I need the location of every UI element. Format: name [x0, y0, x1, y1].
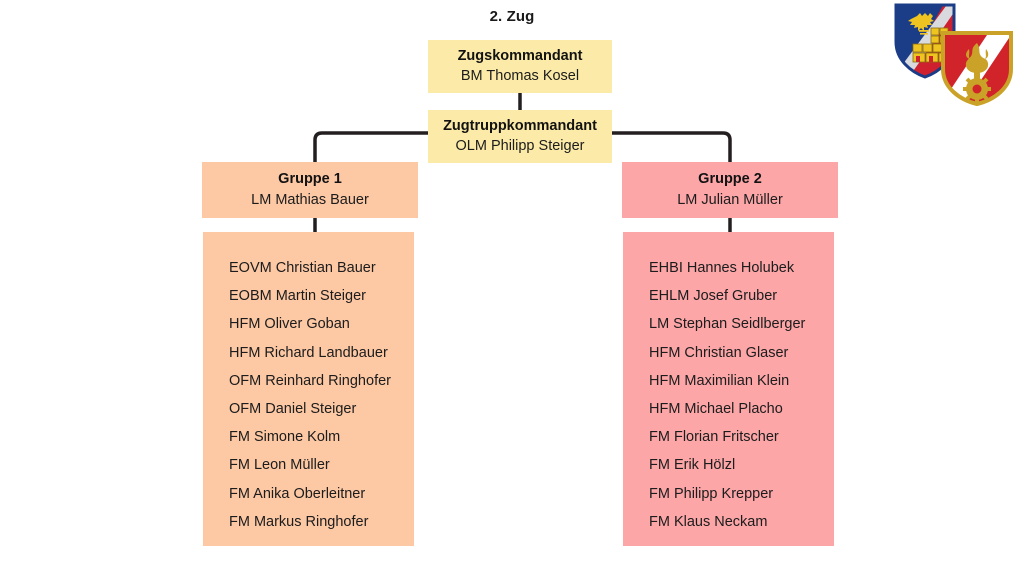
list-item: EOVM Christian Bauer — [229, 260, 376, 276]
list-item: LM Stephan Seidlberger — [649, 316, 806, 333]
list-item: FM Erik Hölzl — [649, 457, 736, 474]
list-item: FM Simone Kolm — [229, 429, 341, 446]
node-gruppe-1: Gruppe 1 LM Mathias Bauer — [202, 162, 418, 218]
list-item: OFM Daniel Steiger — [229, 401, 357, 418]
node-zugtruppkommandant: Zugtruppkommandant OLM Philipp Steiger — [428, 110, 612, 163]
node-role: Gruppe 1 — [278, 171, 342, 188]
list-item: FM Leon Müller — [229, 457, 330, 474]
list-item: HFM Michael Placho — [649, 401, 783, 418]
list-item: HFM Maximilian Klein — [649, 372, 790, 389]
list-item: FM Markus Ringhofer — [229, 513, 369, 530]
node-person: OLM Philipp Steiger — [455, 138, 585, 155]
list-item: FM Philipp Krepper — [649, 485, 774, 502]
list-item: FM Klaus Neckam — [649, 513, 768, 530]
fire-service-emblem-icon — [941, 31, 1013, 107]
list-item: EOBM Martin Steiger — [229, 288, 366, 305]
list-item: HFM Christian Glaser — [649, 344, 789, 361]
node-zugskommandant: Zugskommandant BM Thomas Kosel — [428, 40, 612, 93]
node-role: Zugtruppkommandant — [443, 117, 597, 134]
member-panel-gruppe-2: EHBI Hannes Holubek EHLM Josef Gruber LM… — [623, 232, 834, 546]
list-item: HFM Oliver Goban — [229, 316, 350, 333]
node-person: LM Mathias Bauer — [251, 191, 369, 208]
node-person: LM Julian Müller — [677, 191, 783, 208]
node-person: BM Thomas Kosel — [460, 68, 580, 85]
list-item: OFM Reinhard Ringhofer — [229, 372, 391, 389]
connector-troopleader-to-gruppe1 — [313, 131, 428, 162]
municipal-coat-of-arms-icon — [894, 3, 956, 79]
list-item: FM Anika Oberleitner — [229, 485, 366, 502]
node-gruppe-2: Gruppe 2 LM Julian Müller — [622, 162, 838, 218]
list-item: EHLM Josef Gruber — [649, 288, 778, 305]
list-item: HFM Richard Landbauer — [229, 344, 388, 361]
member-panel-gruppe-1: EOVM Christian Bauer EOBM Martin Steiger… — [203, 232, 414, 546]
node-role: Gruppe 2 — [698, 171, 762, 188]
connector-troopleader-to-gruppe2 — [612, 131, 732, 162]
page-title: 2. Zug — [489, 8, 535, 25]
node-role: Zugskommandant — [457, 47, 583, 64]
list-item: FM Florian Fritscher — [649, 429, 779, 446]
list-item: EHBI Hannes Holubek — [649, 260, 795, 276]
emblem-group — [893, 2, 1021, 107]
